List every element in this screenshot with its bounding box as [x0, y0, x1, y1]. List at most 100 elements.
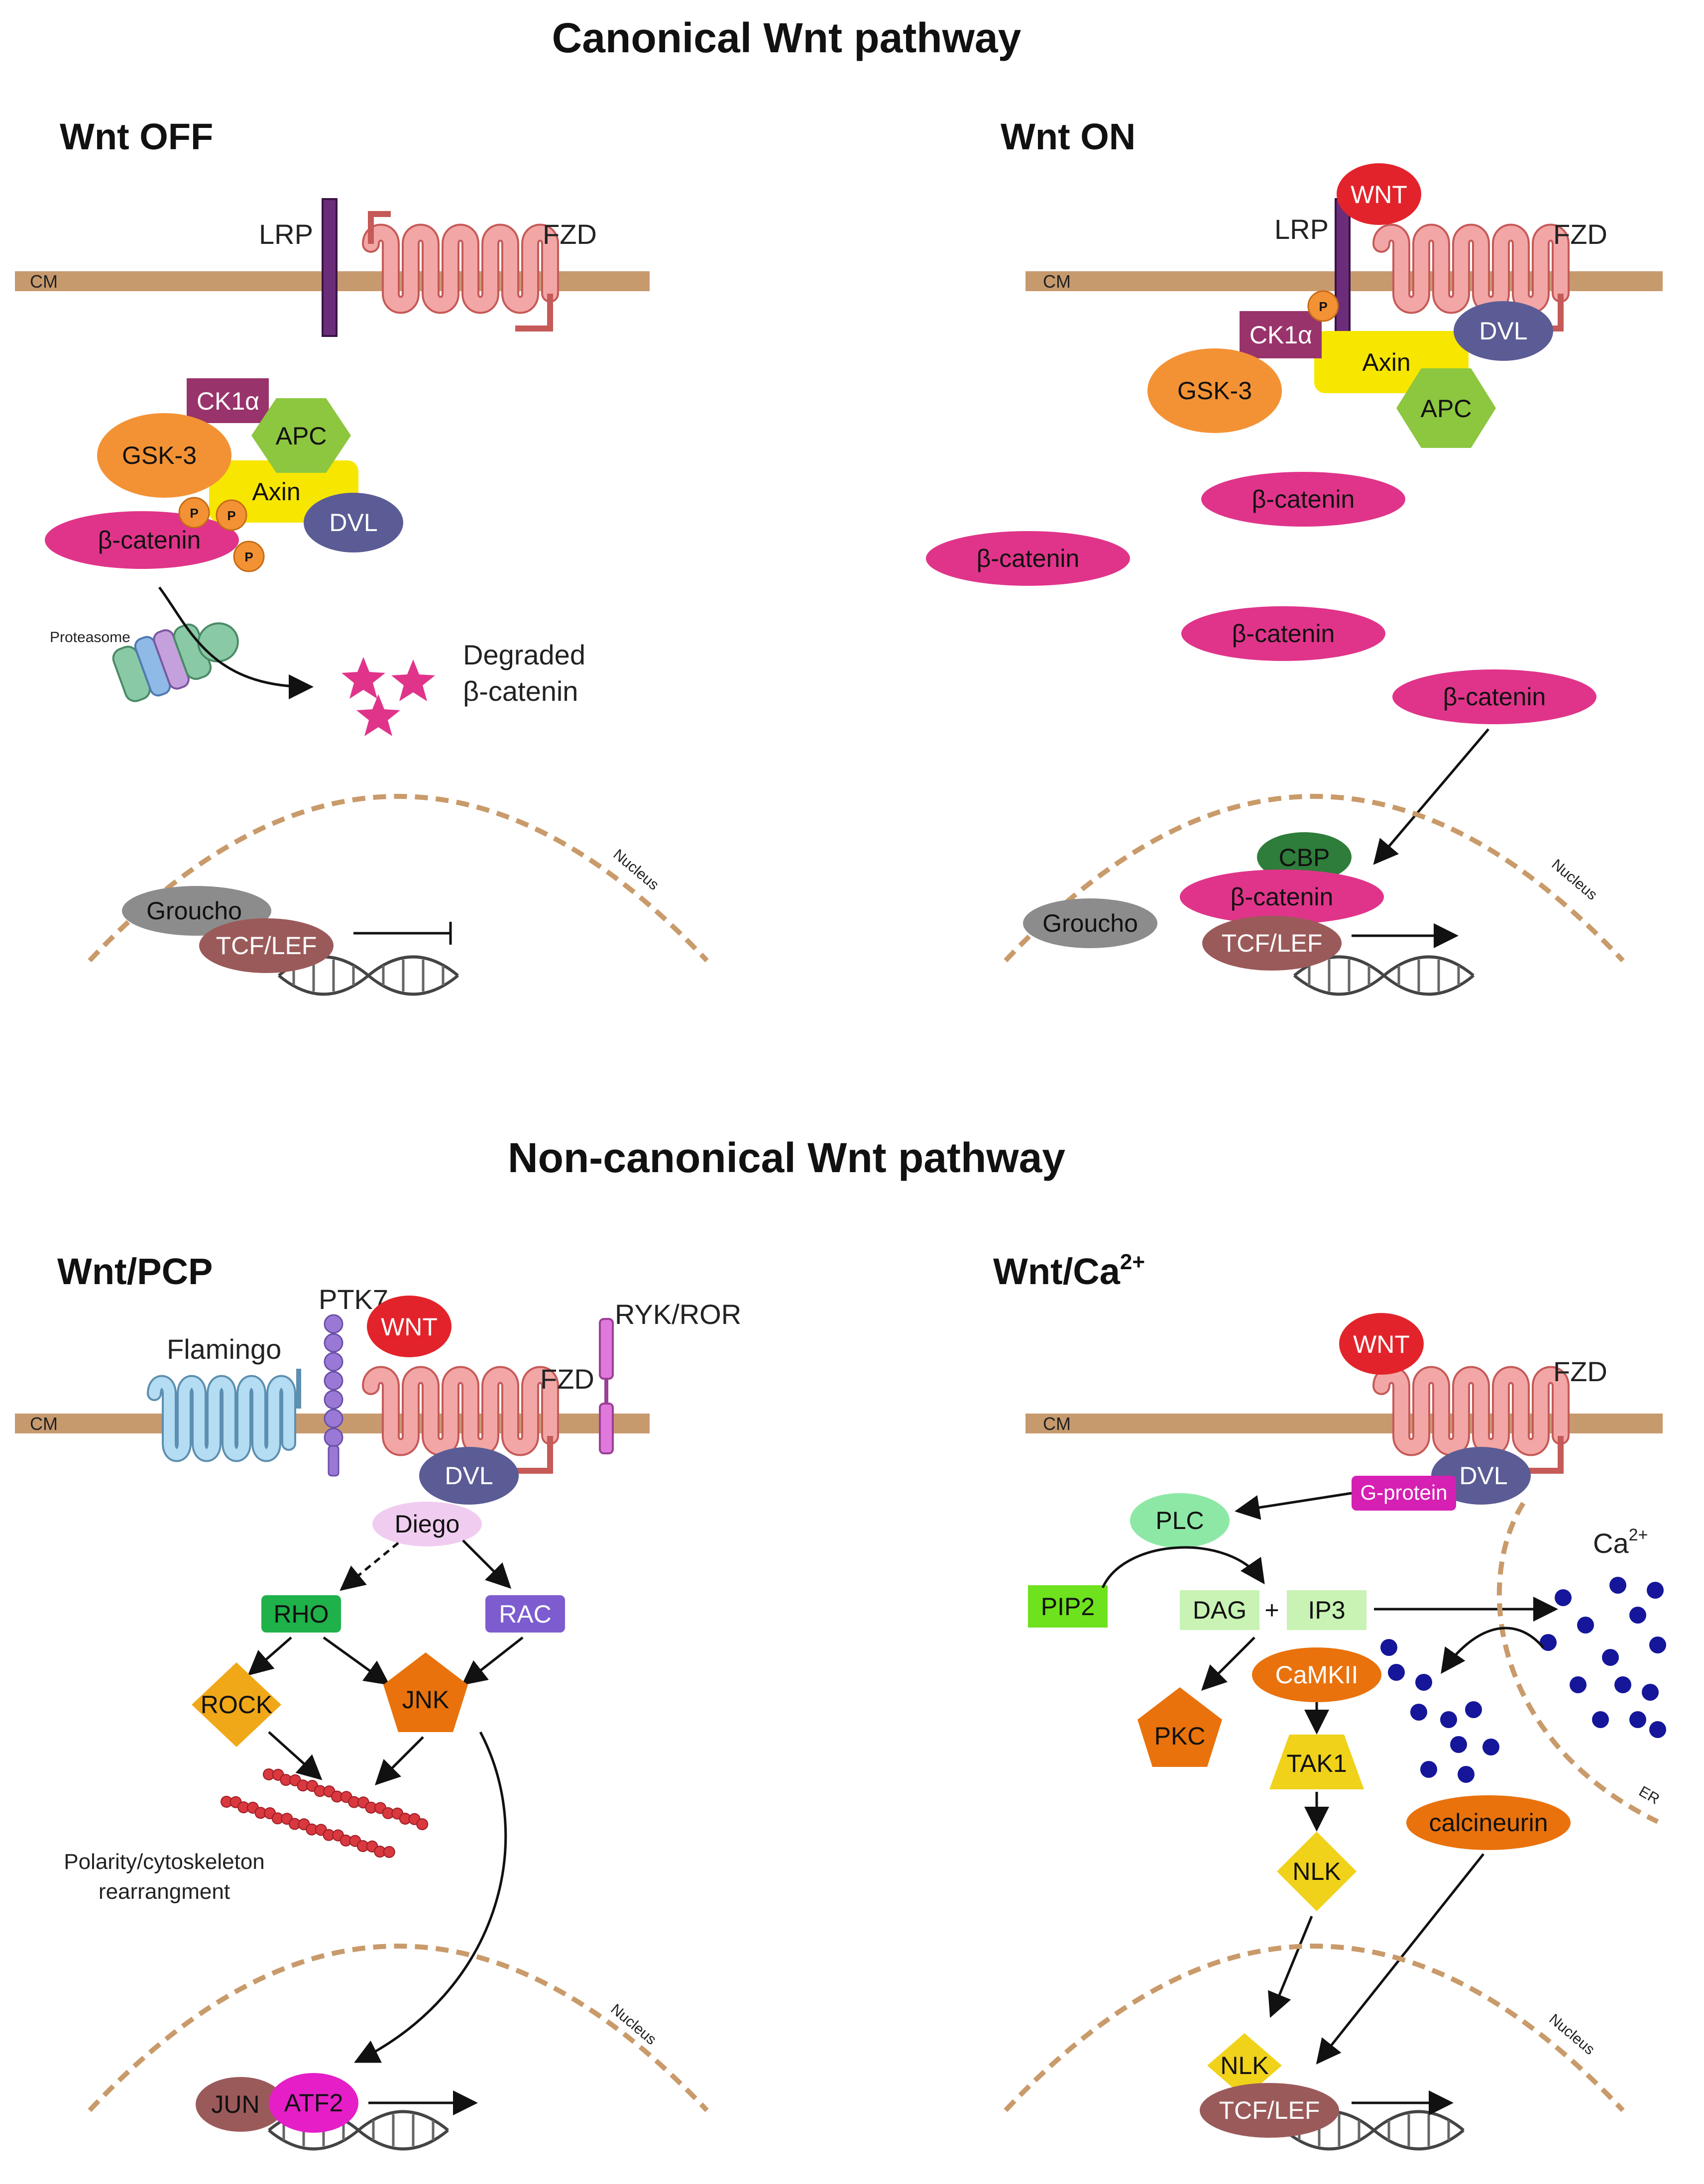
groucho-label: Groucho — [146, 897, 242, 925]
beta-catenin — [1181, 606, 1385, 661]
er-label: ER — [1636, 1783, 1663, 1807]
ptk7-receptor — [324, 1314, 343, 1477]
rho-label: RHO — [273, 1600, 329, 1628]
cm-label: CM — [30, 271, 58, 292]
lrp-label: LRP — [259, 218, 313, 250]
tak1 — [1269, 1735, 1364, 1789]
camkii — [1252, 1647, 1381, 1702]
er-membrane — [1496, 1502, 1659, 1824]
diego-rac-arrow — [462, 1539, 512, 1589]
jnk-cytoskeleton-arrow — [374, 1736, 424, 1786]
dvl-label: DVL — [1479, 317, 1527, 345]
tcf-lef — [1202, 916, 1342, 971]
nlk — [1277, 1832, 1357, 1911]
wnt-label: WNT — [1353, 1330, 1410, 1358]
nucleus-label: Nucleus — [610, 846, 662, 893]
panel-wnt-pcp: Wnt/PCP CM Flamingo PTK7 FZD WNT RYK/R — [15, 1251, 741, 2149]
dvl-label: DVL — [1459, 1462, 1507, 1490]
calcium-label: Ca2+ — [1593, 1526, 1648, 1559]
beta-catenin — [1392, 669, 1596, 724]
calcium-ions-er — [1540, 1577, 1666, 1738]
tak1-label: TAK1 — [1286, 1749, 1347, 1777]
cbp-label: CBP — [1279, 844, 1330, 872]
degraded-label-line2: β-catenin — [463, 675, 578, 707]
lrp-label: LRP — [1274, 214, 1329, 245]
calcineurin-label: calcineurin — [1429, 1809, 1548, 1837]
svg-text:P: P — [244, 549, 253, 564]
apc-label: APC — [276, 422, 327, 450]
phospho-group — [1307, 290, 1339, 322]
flamingo-receptor — [147, 1369, 301, 1462]
g-protein — [1352, 1476, 1456, 1511]
ck1a-label: CK1α — [1250, 321, 1312, 349]
actin-filaments — [221, 1768, 429, 1858]
diego-rho-dashed-arrow — [340, 1542, 399, 1591]
ck1a — [1240, 311, 1322, 358]
ryk-ror-receptor — [599, 1318, 614, 1454]
diego-label: Diego — [395, 1510, 460, 1538]
jun-label: JUN — [211, 2090, 259, 2118]
groucho — [1023, 898, 1157, 948]
nucleus-label: Nucleus — [1546, 2011, 1598, 2058]
dvl-label: DVL — [445, 1462, 493, 1490]
ck1a — [187, 378, 269, 423]
beta-catenin — [1201, 472, 1405, 527]
noncanonical-title: Non-canonical Wnt pathway — [508, 1134, 1065, 1181]
cbp — [1257, 832, 1352, 882]
calcium-release-arrow — [1441, 1627, 1544, 1674]
cm-label: CM — [30, 1414, 58, 1434]
ck1a-label: CK1α — [197, 387, 259, 415]
dvl — [1454, 301, 1553, 361]
dag-pkc-arrow — [1201, 1637, 1255, 1691]
gsk3 — [1147, 348, 1282, 433]
dvl — [304, 493, 403, 552]
tcf-lef-label: TCF/LEF — [216, 932, 317, 960]
beta-catenin-label: β-catenin — [1232, 620, 1335, 648]
pip2-conversion-arrow — [1101, 1546, 1265, 1589]
proteasome-label: Proteasome — [50, 629, 130, 646]
ryk-ror-label: RYK/ROR — [615, 1299, 741, 1330]
dvl — [419, 1447, 519, 1505]
dag-label: DAG — [1193, 1596, 1247, 1624]
nucleus-envelope — [90, 796, 707, 961]
rho — [261, 1595, 341, 1633]
camkii-label: CaMKII — [1275, 1661, 1359, 1689]
repression-symbol — [353, 922, 452, 945]
beta-catenin-label: β-catenin — [1443, 683, 1546, 711]
jnk-label: JNK — [402, 1686, 449, 1714]
proteasome — [112, 622, 239, 702]
pkc-label: PKC — [1154, 1722, 1206, 1750]
calcineurin — [1406, 1795, 1571, 1850]
pip2-label: PIP2 — [1041, 1593, 1095, 1621]
g-protein-label: G-protein — [1360, 1481, 1447, 1504]
degraded-label-line1: Degraded — [463, 639, 585, 670]
panel-title-ca-text: Wnt/Ca — [993, 1251, 1121, 1292]
cm-label: CM — [1043, 1414, 1071, 1434]
phospho-label: P — [1319, 299, 1327, 314]
polarity-label-line1: Polarity/cytoskeleton — [64, 1850, 265, 1874]
panel-title-pcp: Wnt/PCP — [57, 1251, 213, 1292]
plus-sign: + — [1264, 1596, 1279, 1624]
tcf-lef-label: TCF/LEF — [1222, 929, 1323, 957]
tcf-lef-label: TCF/LEF — [1219, 2096, 1320, 2124]
axin-label: Axin — [252, 478, 300, 506]
apc-label: APC — [1421, 395, 1472, 423]
nlk-nuclear — [1207, 2033, 1282, 2098]
beta-catenin-nuclear — [1180, 870, 1384, 924]
rho-jnk-arrow — [323, 1636, 390, 1685]
lrp-receptor — [1335, 198, 1351, 337]
wnt-label: WNT — [1351, 181, 1407, 209]
panel-title-ca: Wnt/Ca2+ — [993, 1250, 1145, 1292]
panel-wnt-off: Wnt OFF CM LRP FZD Axin CK1α GSK-3 APC D… — [15, 116, 707, 994]
beta-catenin — [926, 531, 1130, 586]
rock-label: ROCK — [201, 1691, 272, 1719]
cm-label: CM — [1043, 271, 1071, 292]
nlk-label: NLK — [1292, 1857, 1341, 1885]
atf2 — [269, 2073, 358, 2133]
axin-label: Axin — [1362, 348, 1410, 376]
diego — [372, 1502, 482, 1546]
phospho-groups: P P P — [178, 497, 265, 572]
jnk-nucleus-arrow — [354, 1731, 507, 2063]
panel-wnt-ca: Wnt/Ca2+ CM FZD WNT DVL G-protein PLC PI… — [993, 1250, 1666, 2149]
